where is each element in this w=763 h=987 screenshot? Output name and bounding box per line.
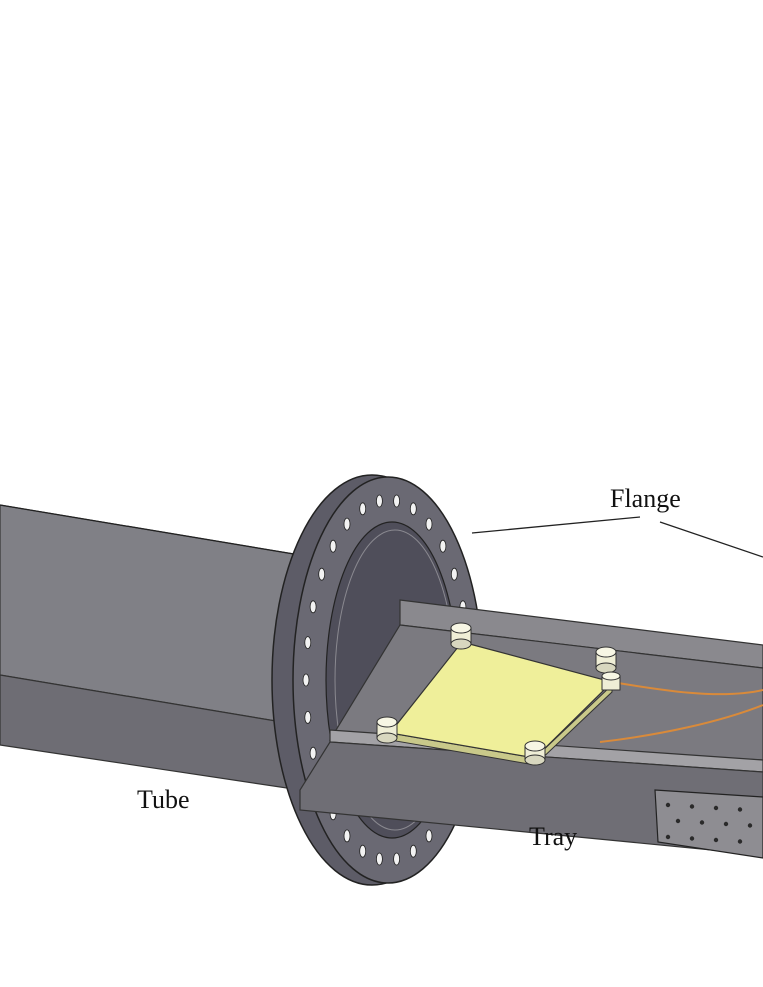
end-panel-holes: [665, 802, 753, 844]
bolt-hole: [439, 539, 447, 553]
panel-hole: [675, 818, 681, 824]
panel-hole: [723, 821, 729, 827]
tube: [0, 504, 331, 791]
bolt-hole: [409, 502, 417, 516]
flange-leader-line: [659, 521, 763, 558]
panel-hole: [689, 836, 695, 841]
tray-front-wall: [299, 741, 763, 856]
bolt-hole: [309, 600, 317, 614]
panel-hole: [737, 839, 743, 844]
panel-hole: [665, 834, 671, 840]
bolt-hole: [375, 494, 383, 508]
tray-back-wall: [399, 599, 763, 669]
bolt-hole: [304, 636, 312, 649]
panel-hole: [689, 804, 695, 809]
bolt-hole: [309, 746, 317, 760]
bolt-hole: [375, 852, 383, 866]
bolt-hole: [393, 852, 401, 866]
panel-hole: [665, 802, 671, 808]
bolt-hole: [318, 567, 326, 581]
support-posts: [376, 622, 621, 766]
wire: [611, 681, 763, 696]
bolt-hole: [425, 829, 433, 843]
tray-end-panel: [654, 789, 763, 859]
flange-leader-lines: [471, 516, 763, 558]
bolt-hole: [302, 673, 310, 687]
bolt-hole: [343, 517, 351, 531]
support-post: [601, 671, 621, 691]
panel-hole: [713, 837, 719, 843]
bolt-hole: [304, 711, 312, 724]
flange-leader-line: [471, 516, 641, 534]
tube-label: Tube: [137, 785, 190, 814]
bolt-hole: [393, 494, 401, 508]
bolt-hole: [425, 517, 433, 531]
flange-label: Flange: [610, 484, 681, 513]
wire: [599, 704, 763, 743]
panel-hole: [747, 823, 753, 828]
bolt-hole: [343, 829, 351, 843]
panel-hole: [737, 807, 743, 812]
bolt-hole: [359, 844, 367, 858]
bolt-hole: [409, 844, 417, 858]
panel-hole: [699, 820, 705, 825]
panel-hole: [713, 805, 719, 811]
tray-label: Tray: [529, 822, 577, 851]
bolt-hole: [450, 567, 458, 581]
support-post: [524, 740, 546, 766]
support-post: [595, 646, 617, 674]
support-post: [450, 622, 472, 650]
bolt-hole: [359, 502, 367, 516]
support-post: [376, 716, 398, 744]
bolt-hole: [329, 539, 337, 553]
